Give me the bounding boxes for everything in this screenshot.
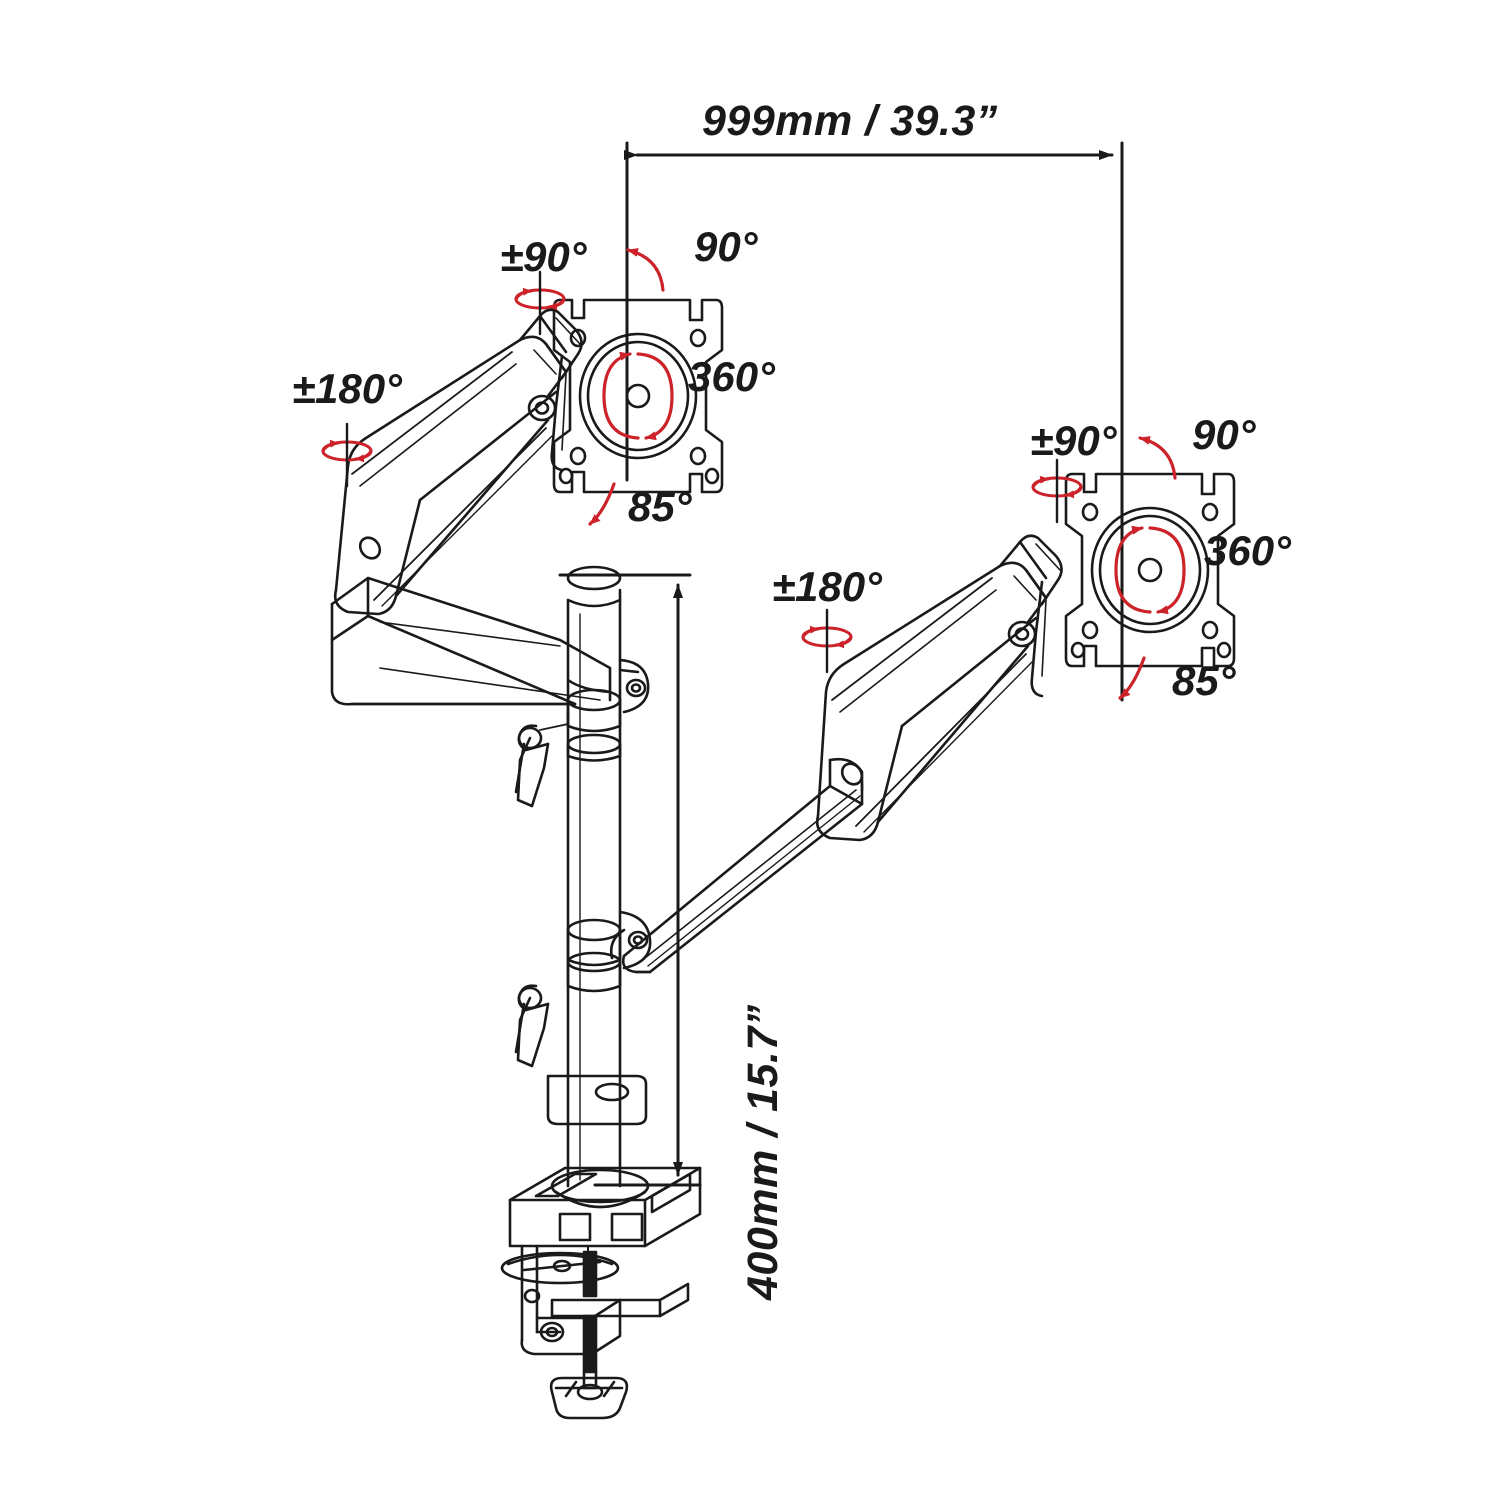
rotation-marker-180-left [321, 422, 373, 488]
rotation-arrow-90-left [626, 248, 665, 292]
pole-collar-clamp-lower [514, 910, 652, 1068]
rotation-marker-180-right [801, 608, 853, 674]
left-head-tilt-down-label: 85° [628, 483, 692, 530]
horizontal-dimension-label: 999mm / 39.3” [702, 97, 998, 145]
vertical-dimension-line [558, 573, 702, 1187]
gas-spring-arm-right [815, 534, 1063, 842]
gas-spring-arm-left [333, 308, 583, 616]
cable-management-clip [546, 1074, 648, 1126]
vertical-dimension-label: 400mm / 15.7” [739, 1004, 787, 1300]
right-base-rotation-label: ±180° [772, 563, 882, 610]
left-head-tilt-up-label: 90° [694, 223, 758, 270]
right-head-tilt-up-label: 90° [1192, 411, 1256, 458]
c-clamp-desk-mount [500, 1166, 702, 1420]
vesa-mounting-plate-right [1064, 472, 1236, 668]
horizontal-dimension-line [624, 141, 1124, 702]
pole-collar-ring [566, 733, 622, 762]
right-head-swivel-label: ±90° [1030, 417, 1117, 464]
rotation-marker-360-right [1114, 525, 1186, 615]
left-head-rotation-label: 360° [688, 353, 775, 400]
rotation-marker-90-swivel-right [1031, 458, 1083, 524]
pole-collar-clamp-upper [514, 658, 650, 808]
rotation-marker-90-swivel-left [514, 270, 566, 336]
rotation-arrow-85-left [588, 482, 616, 526]
left-base-rotation-label: ±180° [292, 365, 402, 412]
rotation-arrow-90-right [1138, 436, 1177, 480]
lower-extension-arm-left [330, 576, 612, 706]
vesa-mounting-plate-left [552, 298, 724, 494]
rotation-arrow-85-right [1118, 656, 1146, 700]
rotation-marker-360-left [602, 351, 674, 441]
lower-extension-arm-right [609, 757, 864, 974]
right-head-tilt-down-label: 85° [1172, 657, 1236, 704]
right-head-rotation-label: 360° [1204, 527, 1291, 574]
left-head-swivel-label: ±90° [500, 233, 587, 280]
